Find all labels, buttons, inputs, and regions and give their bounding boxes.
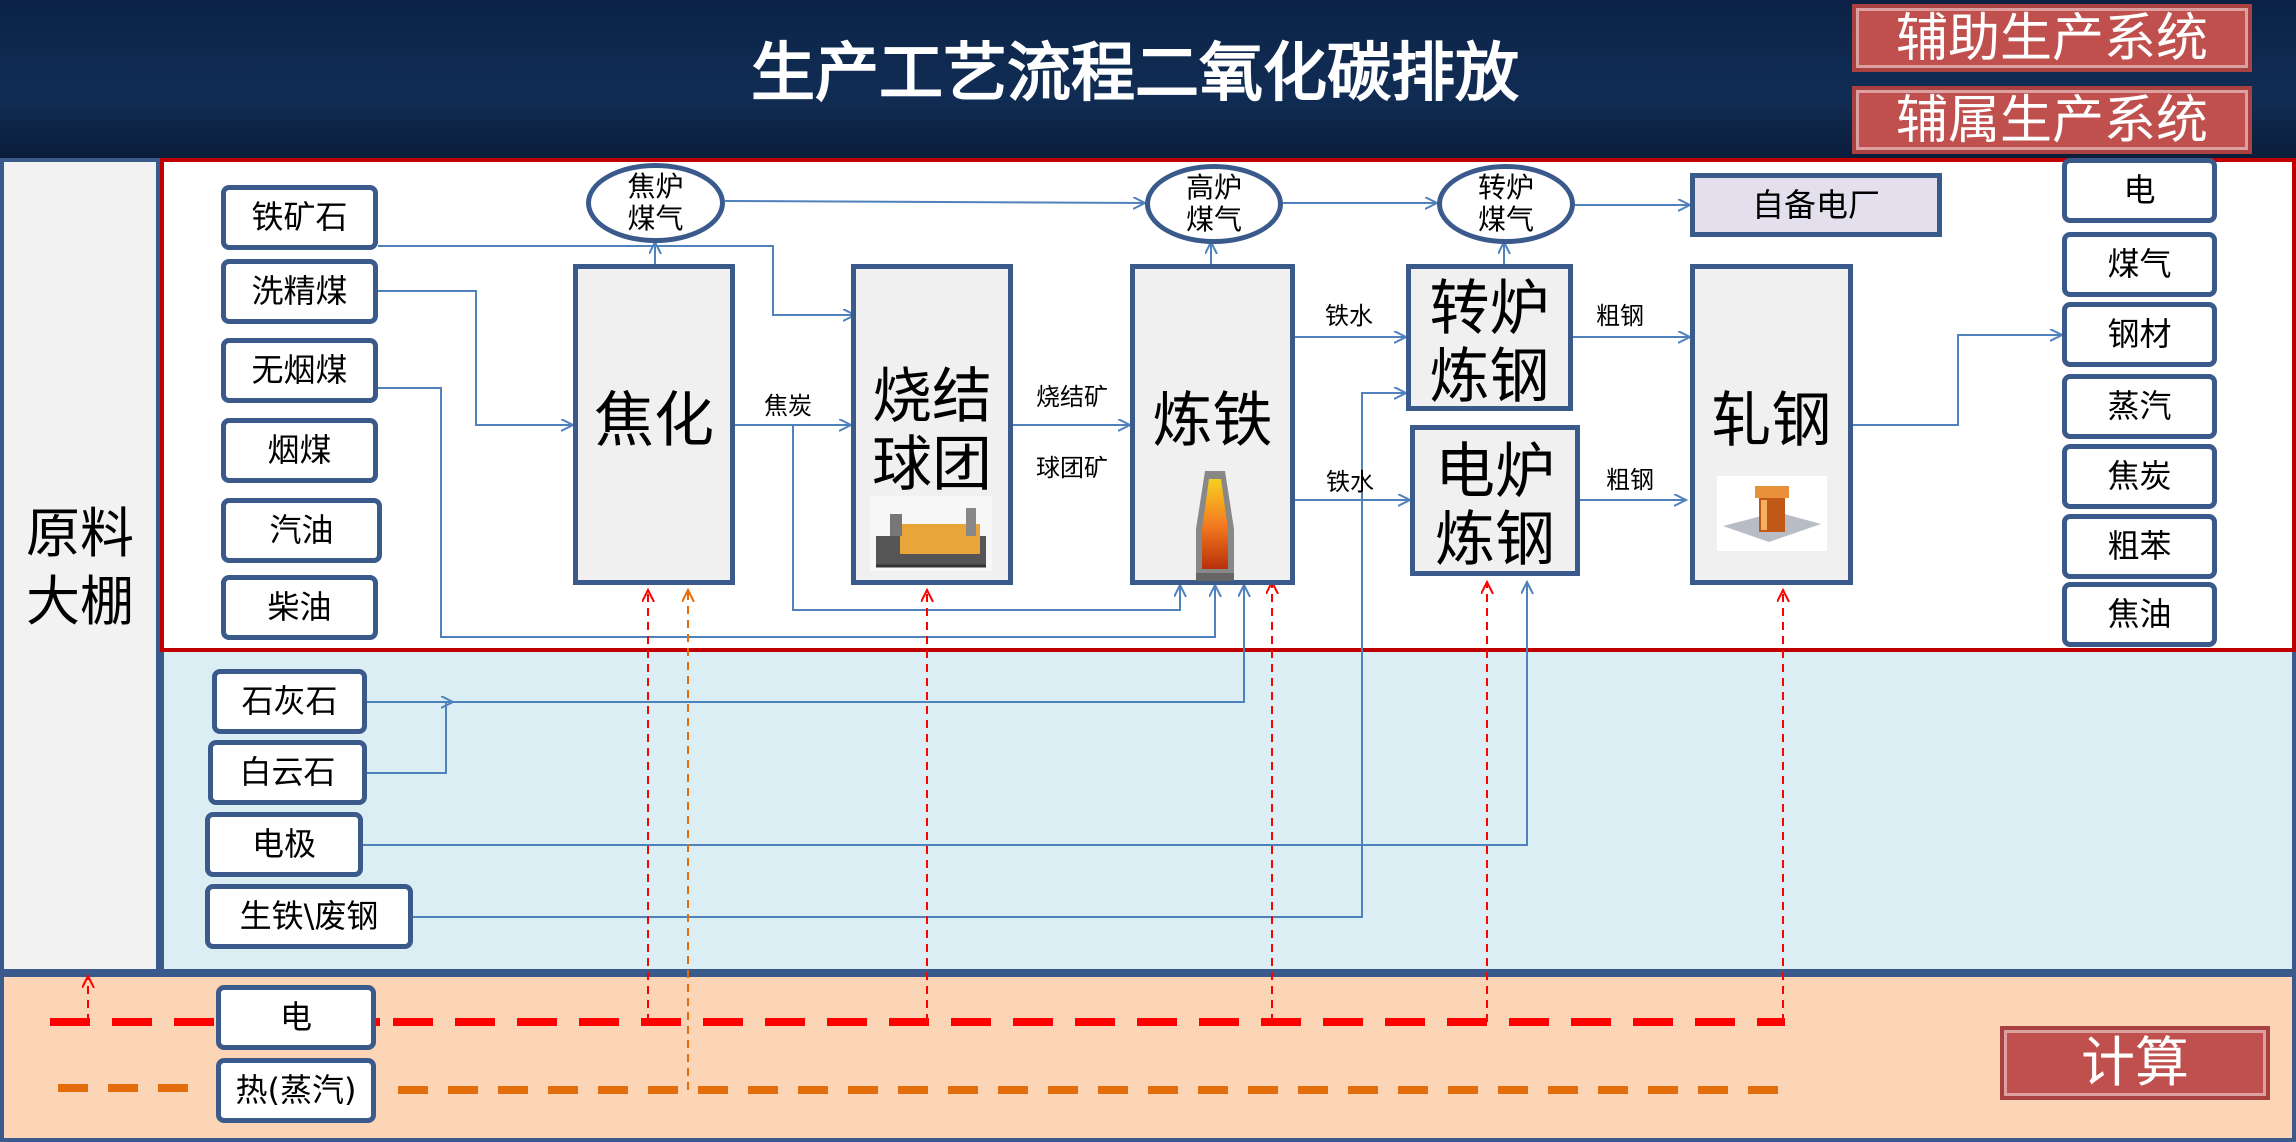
- output-electricity[interactable]: 电: [2062, 158, 2217, 223]
- auxiliary-production-system-button[interactable]: 辅助生产系统: [1852, 4, 2252, 72]
- aux-material-limestone[interactable]: 石灰石: [212, 669, 367, 734]
- flow-label-crude-steel-2: 粗钢: [1606, 466, 1654, 494]
- output-steam[interactable]: 蒸汽: [2062, 374, 2217, 439]
- rolling-mill-icon: [1717, 476, 1827, 551]
- flow-label-crude-steel-1: 粗钢: [1596, 302, 1644, 330]
- output-gas[interactable]: 煤气: [2062, 232, 2217, 297]
- output-crude-benzene[interactable]: 粗苯: [2062, 514, 2217, 579]
- raw-material-anthracite[interactable]: 无烟煤: [221, 338, 378, 403]
- process-coking[interactable]: 焦化: [573, 264, 735, 585]
- flow-label-hot-metal-2: 铁水: [1326, 468, 1374, 496]
- auxiliary-material-zone: [160, 652, 2296, 973]
- output-tar[interactable]: 焦油: [2062, 582, 2217, 647]
- process-eaf-label: 电炉 炼钢: [1435, 437, 1555, 575]
- blast-furnace-icon: [1196, 471, 1234, 581]
- process-ironmaking[interactable]: 炼铁: [1130, 264, 1295, 585]
- process-coking-label: 焦化: [594, 386, 714, 456]
- affiliated-production-system-button[interactable]: 辅属生产系统: [1852, 86, 2252, 154]
- calculate-button[interactable]: 计算: [2000, 1026, 2270, 1100]
- process-rolling[interactable]: 轧钢: [1690, 264, 1853, 585]
- gas-converter[interactable]: 转炉煤气: [1437, 164, 1575, 244]
- flow-label-pellet-ore: 球团矿: [1036, 454, 1108, 482]
- process-bof-steelmaking[interactable]: 转炉 炼钢: [1406, 264, 1573, 411]
- warehouse-label: 原料 大棚: [26, 502, 134, 633]
- raw-material-bituminous-coal[interactable]: 烟煤: [221, 418, 378, 483]
- process-bof-label: 转炉 炼钢: [1429, 274, 1550, 412]
- gas-blast-furnace[interactable]: 高炉煤气: [1145, 164, 1283, 244]
- gas-coke-oven[interactable]: 焦炉煤气: [586, 163, 725, 243]
- output-steel[interactable]: 钢材: [2062, 302, 2217, 367]
- aux-material-dolomite[interactable]: 白云石: [208, 740, 367, 805]
- aux-material-electrode[interactable]: 电极: [205, 812, 363, 877]
- process-ironmaking-label: 炼铁: [1152, 386, 1273, 456]
- raw-material-gasoline[interactable]: 汽油: [221, 498, 382, 563]
- raw-material-washed-coal[interactable]: 洗精煤: [221, 259, 378, 324]
- energy-zone: [0, 973, 2296, 1142]
- energy-heat-steam[interactable]: 热(蒸汽): [216, 1058, 376, 1123]
- output-coke[interactable]: 焦炭: [2062, 444, 2217, 509]
- sinter-machine-icon: [870, 496, 992, 571]
- page-title: 生产工艺流程二氧化碳排放: [751, 37, 1519, 111]
- process-sinter-pellet[interactable]: 烧结 球团: [851, 264, 1013, 585]
- raw-material-warehouse: [0, 158, 160, 973]
- raw-material-diesel[interactable]: 柴油: [221, 575, 378, 640]
- aux-material-pig-iron-scrap[interactable]: 生铁\废钢: [205, 884, 413, 949]
- process-rolling-label: 轧钢: [1711, 386, 1832, 456]
- flow-label-hot-metal-1: 铁水: [1325, 302, 1373, 330]
- raw-material-iron-ore[interactable]: 铁矿石: [221, 185, 378, 250]
- energy-electricity[interactable]: 电: [216, 985, 376, 1050]
- flow-label-coke: 焦炭: [764, 392, 812, 420]
- process-sinter-label: 烧结 球团: [872, 362, 992, 500]
- captive-power-plant[interactable]: 自备电厂: [1690, 173, 1942, 237]
- flow-label-sinter-ore: 烧结矿: [1036, 383, 1108, 411]
- process-eaf-steelmaking[interactable]: 电炉 炼钢: [1410, 425, 1580, 576]
